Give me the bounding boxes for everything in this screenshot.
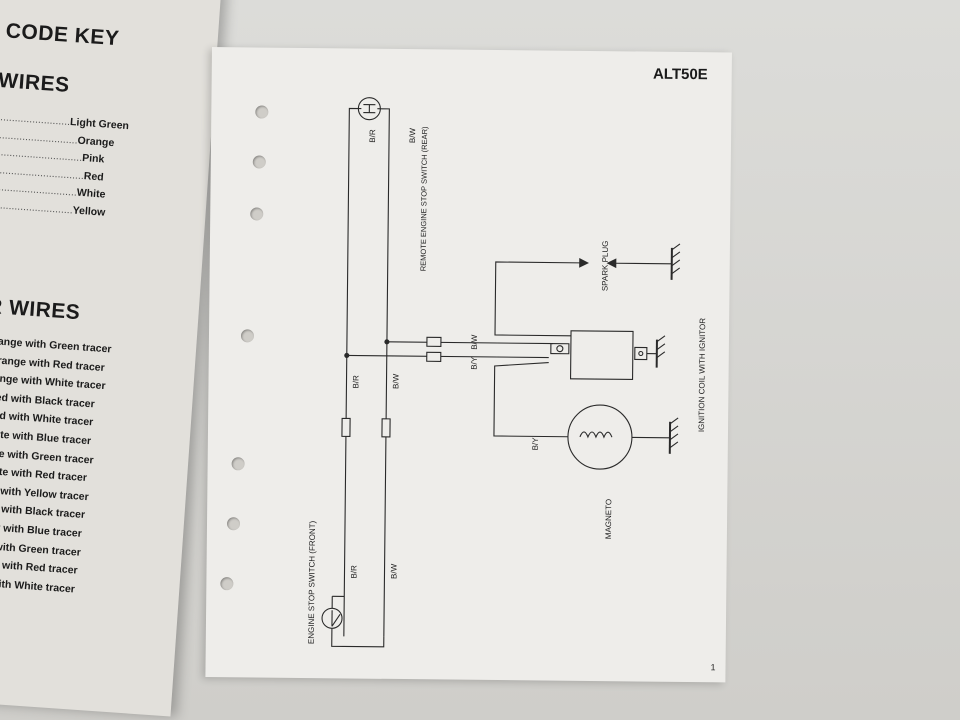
leader-dots: .................................... <box>0 144 83 164</box>
label-wire-by-magneto: B/Y <box>531 437 540 451</box>
label-engine-stop-switch: ENGINE STOP SWITCH (FRONT) <box>307 520 317 644</box>
tracer-color-row: ......Orange with White tracer <box>0 370 106 393</box>
tracer-color-label: Orange with Green tracer <box>0 334 112 356</box>
heading-tracer-wires: ER WIRES <box>0 293 82 325</box>
label-wire-bw-mid: B/W <box>470 334 479 350</box>
label-wire-bw-mid2: B/W <box>391 373 400 389</box>
junction-dot <box>344 352 350 358</box>
tracer-color-label: Yellow with Blue tracer <box>0 520 83 540</box>
leader-dots: ............................. <box>0 110 71 129</box>
tracer-color-row: .........White with Red tracer <box>0 463 87 484</box>
single-color-label: Pink <box>81 151 105 166</box>
coil-terminal <box>550 343 570 355</box>
leader-dots: .................................. <box>0 197 74 216</box>
single-color-label: Light Green <box>69 116 130 133</box>
ground-symbol <box>655 335 666 368</box>
right-page-wiring-diagram: ALT50E 1 <box>205 47 732 683</box>
tracer-color-label: White with Yellow tracer <box>0 483 90 504</box>
wire-br-horizontal <box>346 354 549 359</box>
magneto-coil <box>579 431 613 439</box>
single-color-row: .....................................Red <box>0 162 104 183</box>
heading-single-wires: WIRES <box>0 68 71 97</box>
tracer-color-label: Red with White tracer <box>0 409 94 429</box>
label-wire-br-mid: B/R <box>351 375 360 389</box>
tracer-color-row: .......ellow with White tracer <box>0 574 75 595</box>
connector-by-horizontal <box>426 351 442 362</box>
connector-bw <box>381 418 391 438</box>
tracer-color-label: White with Green tracer <box>0 445 95 467</box>
ground-symbol <box>670 243 681 280</box>
tracer-color-label: ellow with Green tracer <box>0 538 82 559</box>
engine-stop-switch-symbol <box>321 607 343 629</box>
heading-code-key: CODE KEY <box>5 19 121 51</box>
label-wire-br-bottom: B/R <box>349 565 358 579</box>
spark-plug-lead <box>494 261 580 337</box>
tracer-color-label: White with Red tracer <box>0 464 88 485</box>
tracer-color-label: White with Blue tracer <box>0 427 92 448</box>
label-wire-bw-top: B/W <box>408 128 417 144</box>
coil-ground-terminal <box>634 346 648 361</box>
ground-symbol <box>668 417 679 454</box>
tracer-color-label: Orange with Red tracer <box>0 353 106 374</box>
tracer-color-row: ........White with Blue tracer <box>0 426 92 448</box>
tracer-color-row: ........Yellow with Red tracer <box>0 555 78 577</box>
single-color-row: ....................................Pink <box>0 145 105 166</box>
tracer-color-row: .........Red with White tracer <box>0 407 94 428</box>
label-magneto: MAGNETO <box>604 499 613 539</box>
wire-bw-main <box>377 108 390 637</box>
single-color-row: s.............................Light Gree… <box>0 110 129 132</box>
label-wire-bw-bottom: B/W <box>389 563 398 579</box>
coil-terminal-dot <box>556 345 564 353</box>
tracer-color-label: Yellow with Red tracer <box>0 557 78 577</box>
tracer-color-row: .......Yellow with Blue tracer <box>0 518 83 540</box>
tracer-color-row: ......White with Yellow tracer <box>0 481 89 503</box>
label-wire-br-top: B/R <box>368 129 377 143</box>
connector-bw-horizontal <box>426 336 442 347</box>
single-color-label: Red <box>83 169 105 184</box>
wire-by-magneto <box>493 361 568 438</box>
wire-front-switch-loop <box>331 628 385 648</box>
magneto-circle <box>567 404 633 470</box>
single-color-row: ..................................Yellow <box>0 197 106 218</box>
connector-br <box>341 417 351 438</box>
label-remote-switch: REMOTE ENGINE STOP SWITCH (REAR) <box>419 126 430 271</box>
leader-dots: ..................................... <box>0 162 85 182</box>
wire-bw-horizontal <box>386 341 553 345</box>
junction-dot <box>384 339 390 345</box>
tracer-color-label: Orange with White tracer <box>0 371 106 393</box>
tracer-color-row: .........Red with Black tracer <box>0 389 95 410</box>
leader-dots: ................................... <box>0 179 78 199</box>
ignition-coil-box <box>569 330 634 380</box>
wire-br-main <box>343 107 362 637</box>
tracer-color-row: ........Orange with Red tracer <box>0 352 105 374</box>
tracer-color-row: .......ellow with Green tracer <box>0 537 81 558</box>
single-color-row: ..................................Orange <box>0 127 115 148</box>
tracer-color-row: ......Orange with Green tracer <box>0 333 112 356</box>
tracer-color-label: Red with Black tracer <box>0 390 96 411</box>
tracer-color-row: .......White with Black tracer <box>0 500 85 521</box>
single-color-label: White <box>76 186 106 201</box>
label-spark-plug: SPARK PLUG <box>600 241 610 292</box>
remote-switch-symbol <box>357 97 381 121</box>
tracer-color-label: White with Black tracer <box>0 501 86 522</box>
tracer-color-label: ellow with White tracer <box>0 575 76 596</box>
single-color-label: Yellow <box>72 203 106 219</box>
label-ignition-coil: IGNITION COIL WITH IGNITOR <box>697 318 707 433</box>
single-color-label: Orange <box>77 134 115 149</box>
leader-dots: .................................. <box>0 127 79 147</box>
wiring-diagram-svg: B/R B/W REMOTE ENGINE STOP SWITCH (REAR)… <box>307 97 707 648</box>
tracer-color-row: .......White with Green tracer <box>0 444 94 466</box>
coil-ground-dot <box>638 350 644 357</box>
label-wire-by-mid: B/Y <box>470 356 479 370</box>
single-color-row: ...................................White <box>0 180 106 201</box>
